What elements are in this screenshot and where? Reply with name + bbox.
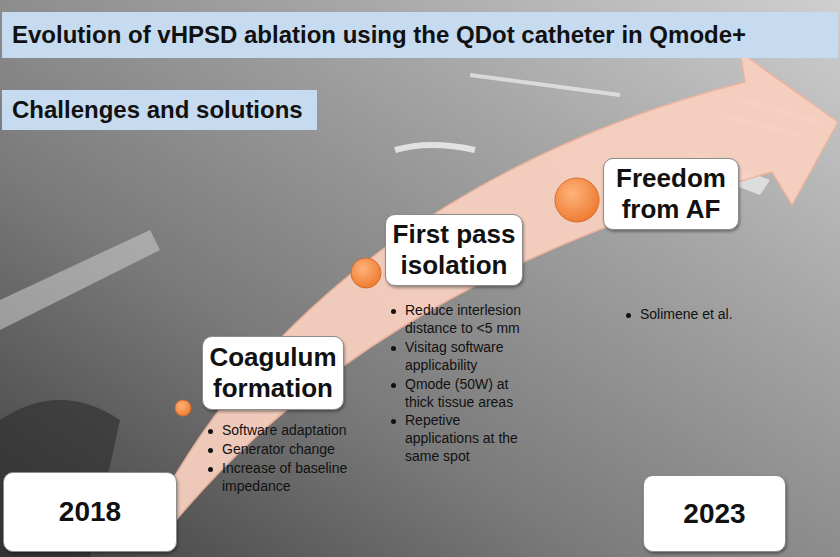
bullet-item: Solimene et al. bbox=[622, 306, 782, 324]
bullet-list: Solimene et al. bbox=[622, 306, 782, 325]
subtitle-band: Challenges and solutions bbox=[2, 90, 317, 130]
milestone-dot bbox=[175, 400, 191, 416]
node-text: Challenges and solutions bbox=[12, 96, 303, 124]
bullet-item: Repetive applications at the same spot bbox=[387, 412, 529, 466]
road-marking bbox=[470, 75, 620, 95]
node-text: Freedom from AF bbox=[610, 163, 732, 225]
stage-box: Freedom from AF bbox=[603, 158, 739, 230]
year-box: 2023 bbox=[643, 475, 786, 552]
title-text: Evolution of vHPSD ablation using the QD… bbox=[12, 21, 746, 49]
year-box: 2018 bbox=[3, 472, 177, 552]
bullet-item: Reduce interlesion distance to <5 mm bbox=[387, 302, 529, 338]
node-text: Coagulum formation bbox=[209, 342, 337, 404]
bullet-list: Software adaptationGenerator changeIncre… bbox=[204, 422, 354, 497]
milestone-dot bbox=[351, 258, 381, 288]
stage-box: Coagulum formation bbox=[202, 336, 344, 410]
node-text: 2023 bbox=[683, 497, 745, 531]
road-marking bbox=[0, 230, 160, 330]
stage-box: First pass isolation bbox=[385, 214, 523, 286]
bullet-item: Software adaptation bbox=[204, 422, 354, 440]
node-text: First pass isolation bbox=[392, 219, 516, 281]
bullet-item: Increase of baseline impedance bbox=[204, 460, 354, 496]
road-marking bbox=[395, 145, 475, 150]
bullet-item: Visitag software applicability bbox=[387, 339, 529, 375]
bullet-list: Reduce interlesion distance to <5 mmVisi… bbox=[387, 302, 529, 467]
bullet-item: Generator change bbox=[204, 441, 354, 459]
milestone-dot bbox=[555, 178, 599, 222]
node-text: 2018 bbox=[59, 495, 121, 529]
title-band: Evolution of vHPSD ablation using the QD… bbox=[2, 12, 838, 58]
bullet-item: Qmode (50W) at thick tissue areas bbox=[387, 376, 529, 412]
